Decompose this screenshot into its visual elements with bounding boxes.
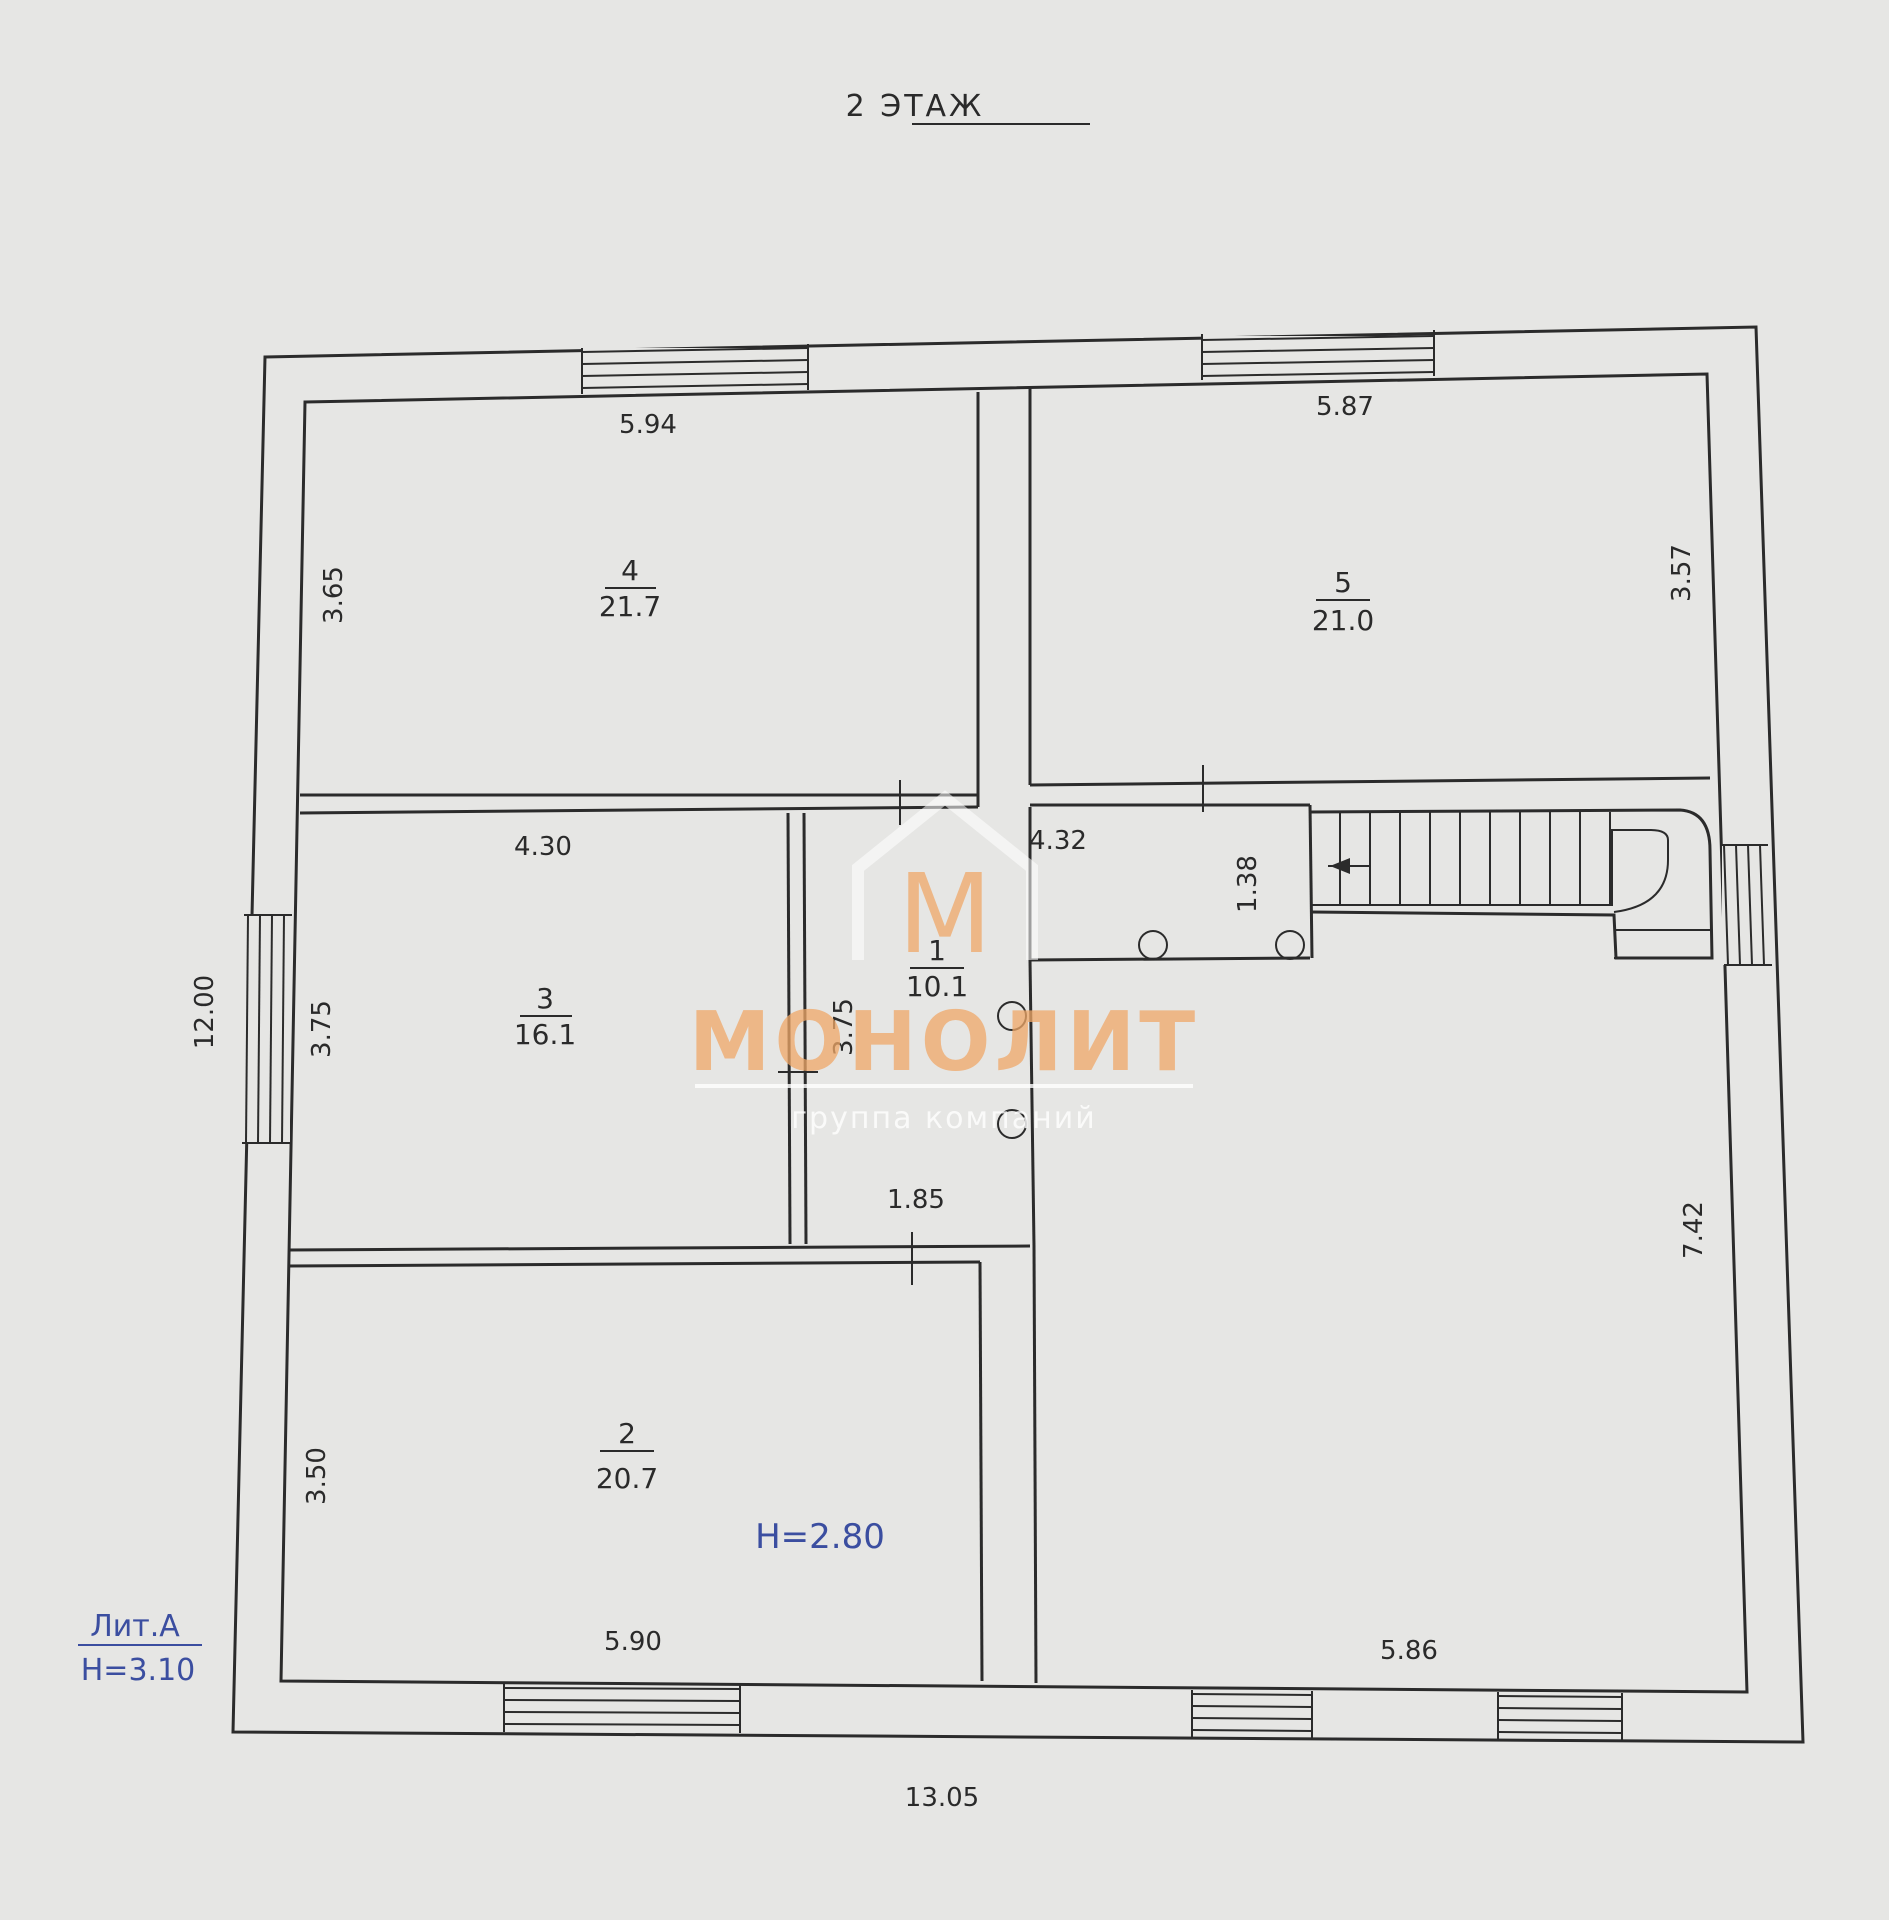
watermark-letter: М — [898, 850, 993, 978]
window-top-right — [1201, 330, 1435, 380]
dim-room2-width: 5.90 — [604, 1627, 662, 1657]
room-5-label: 5 21.0 — [1312, 566, 1374, 637]
window-right — [1720, 844, 1772, 966]
room-2-label: 2 20.7 — [596, 1417, 658, 1495]
svg-text:5: 5 — [1334, 566, 1352, 599]
dim-open-area-width: 5.86 — [1380, 1636, 1438, 1666]
dim-open-area-depth: 7.42 — [1679, 1201, 1709, 1259]
window-bottom-right — [1497, 1692, 1623, 1741]
dim-room5-depth: 3.57 — [1667, 544, 1697, 602]
dim-room1-width: 1.85 — [887, 1185, 945, 1215]
watermark-subtitle: группа компаний — [791, 1101, 1096, 1136]
dim-room2-depth: 3.50 — [302, 1447, 332, 1505]
window-bottom-middle — [1191, 1690, 1313, 1739]
dim-room1-depth: 3.75 — [829, 998, 859, 1056]
svg-text:1: 1 — [928, 934, 946, 967]
dim-room4-depth: 3.65 — [319, 566, 349, 624]
window-top-left — [581, 344, 809, 394]
outer-wall-inner — [279, 372, 1749, 1694]
dimension-labels: 5.94 5.87 3.65 3.57 4.30 4.32 1.38 3.75 … — [190, 392, 1709, 1813]
svg-text:3: 3 — [536, 982, 554, 1015]
svg-text:10.1: 10.1 — [906, 970, 968, 1003]
floor-title: 2 ЭТАЖ — [846, 89, 985, 124]
dim-room5-width: 5.87 — [1316, 392, 1374, 422]
dim-total-width: 13.05 — [905, 1783, 979, 1813]
svg-text:21.7: 21.7 — [599, 590, 661, 623]
svg-text:20.7: 20.7 — [596, 1462, 658, 1495]
watermark-logo: М МОНОЛИТ группа компаний — [689, 790, 1199, 1136]
column-markers — [997, 930, 1305, 1139]
svg-text:4: 4 — [621, 554, 639, 587]
svg-text:H=3.10: H=3.10 — [81, 1653, 196, 1688]
window-left — [242, 914, 292, 1144]
staircase — [1309, 808, 1714, 960]
interior-walls — [287, 388, 1711, 1684]
door-markers — [778, 765, 1204, 1285]
svg-text:16.1: 16.1 — [514, 1018, 576, 1051]
dim-total-depth: 12.00 — [190, 975, 220, 1049]
watermark-brand: МОНОЛИТ — [689, 995, 1199, 1090]
building-label: Лит.А H=3.10 — [78, 1609, 202, 1688]
window-bottom-left — [503, 1684, 741, 1733]
house-outline-icon — [852, 790, 1038, 960]
dim-hall-depth: 1.38 — [1233, 855, 1263, 913]
svg-text:Лит.А: Лит.А — [90, 1609, 180, 1644]
svg-text:2: 2 — [618, 1417, 636, 1450]
room-3-label: 3 16.1 — [514, 982, 576, 1051]
ceiling-height-label: H=2.80 — [755, 1517, 885, 1557]
dim-room4-width: 5.94 — [619, 410, 677, 440]
svg-text:21.0: 21.0 — [1312, 604, 1374, 637]
room-1-label: 1 10.1 — [906, 934, 968, 1003]
dim-room3-width: 4.30 — [514, 832, 572, 862]
dim-hall-width: 4.32 — [1029, 826, 1087, 856]
room-4-label: 4 21.7 — [599, 554, 661, 623]
dim-room3-depth: 3.75 — [307, 1000, 337, 1058]
